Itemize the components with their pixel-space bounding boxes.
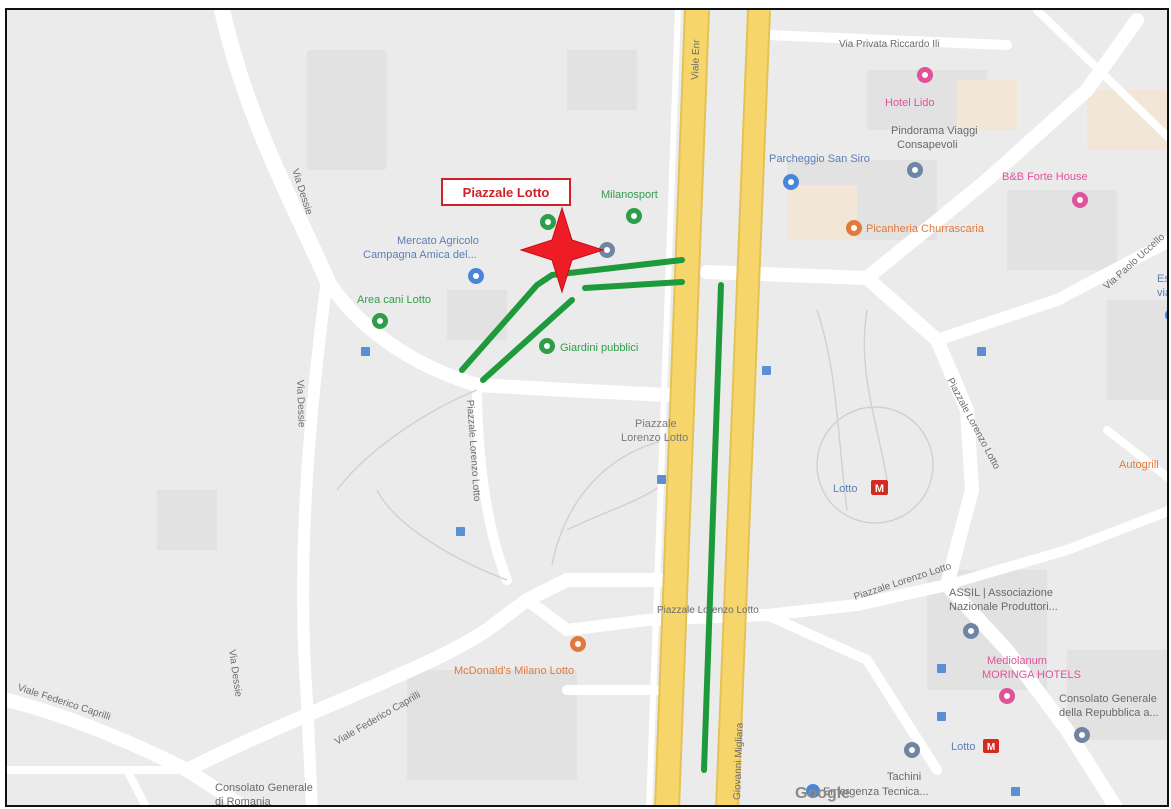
bus-stop-icon: [657, 475, 666, 484]
svg-text:M: M: [987, 742, 995, 753]
pin-mediolanum: [999, 688, 1015, 704]
poi-label-mediolanum-2: MORINGA HOTELS: [982, 669, 1081, 681]
park-paths: [336, 309, 934, 581]
route-segment-nw-inner: [480, 297, 575, 383]
poi-label-picanheria: Picanheria Churrascaria: [866, 223, 985, 235]
pin-giardini: [539, 338, 555, 354]
poi-label-consolato-rep-2: della Repubblica a...: [1059, 707, 1159, 719]
poi-labels: Hotel Lido Pindorama Viaggi Consapevoli …: [215, 97, 1169, 807]
poi-label-consolato-rom-1: Consolato Generale: [215, 782, 313, 794]
pin-pindorama: [907, 162, 923, 178]
map-canvas[interactable]: Viale Enr Via Privata Riccardo Ili Via D…: [7, 10, 1169, 807]
poi-label-autogrill: Autogrill: [1119, 459, 1159, 471]
poi-label-pindorama-1: Pindorama Viaggi: [891, 125, 978, 137]
poi-label-mercato-1: Mercato Agricolo: [397, 235, 479, 247]
bus-stop-icon: [937, 664, 946, 673]
route-segment-nw-outer: [459, 257, 685, 373]
poi-label-consolato-rep-1: Consolato Generale: [1059, 693, 1157, 705]
pin-consolato-rep: [1074, 727, 1090, 743]
poi-label-milanosport: Milanosport: [601, 189, 658, 201]
route-segment-short: [582, 279, 685, 291]
poi-label-area-cani: Area cani Lotto: [357, 294, 431, 306]
poi-label-lotto-metro-2: Lotto: [951, 741, 975, 753]
pin-area-cani: [372, 313, 388, 329]
pin-emergenza: [806, 784, 820, 798]
poi-label-parcheggio: Parcheggio San Siro: [769, 153, 870, 165]
poi-pins: [372, 67, 1167, 798]
bus-stop-icon: [1011, 787, 1020, 796]
metro-lotto-icon: M: [871, 480, 888, 495]
street-label-viale-enrico: Viale Enr: [690, 39, 702, 80]
pin-mcdonalds: [570, 636, 586, 652]
svg-text:M: M: [875, 483, 884, 495]
pin-milanosport: [626, 208, 642, 224]
poi-label-piazzale-area-1: Piazzale: [635, 418, 677, 430]
callout-label: Piazzale Lotto: [441, 178, 571, 206]
poi-label-mercato-2: Campagna Amica del...: [363, 249, 477, 261]
pin-parcheggio: [783, 174, 799, 190]
pin-green-near-marker: [540, 214, 556, 230]
poi-label-tachini: Tachini: [887, 771, 921, 783]
poi-label-emergenza: Emergenza Tecnica...: [823, 786, 929, 798]
main-boulevard: [646, 10, 771, 805]
poi-label-piazzale-area-2: Lorenzo Lotto: [621, 432, 688, 444]
poi-label-hotel-lido: Hotel Lido: [885, 97, 935, 109]
street-network: [7, 10, 1167, 805]
poi-label-pindorama-2: Consapevoli: [897, 139, 958, 151]
location-marker-icon: [519, 206, 605, 294]
bus-stop-icon: [937, 712, 946, 721]
poi-label-bb-forte: B&B Forte House: [1002, 171, 1088, 183]
street-label-piazzale-lotto-bottom: Piazzale Lorenzo Lotto: [657, 605, 759, 616]
poi-label-right-edge-1: Es: [1157, 273, 1169, 285]
poi-label-lotto-metro: Lotto: [833, 483, 857, 495]
route-segment-boulevard: [701, 282, 724, 773]
street-label-via-privata-riccardo: Via Privata Riccardo Ili: [839, 39, 939, 50]
bus-stop-icon: [361, 347, 370, 356]
pin-tachini: [904, 742, 920, 758]
bus-stop-icon: [762, 366, 771, 375]
poi-label-mcdonalds: McDonald's Milano Lotto: [454, 665, 574, 677]
poi-label-assil-2: Nazionale Produttori...: [949, 601, 1058, 613]
route-overlay: [459, 257, 724, 773]
poi-label-assil-1: ASSIL | Associazione: [949, 587, 1053, 599]
street-label-via-dessie-mid: Via Dessie: [294, 380, 307, 428]
poi-label-consolato-rom-2: di Romania: [215, 796, 272, 807]
pin-blue-near-marker: [599, 242, 615, 258]
poi-label-right-edge-2: via: [1157, 287, 1169, 299]
transit-stops: [361, 347, 1020, 796]
pin-assil: [963, 623, 979, 639]
poi-label-giardini: Giardini pubblici: [560, 342, 638, 354]
pin-bb-forte: [1072, 192, 1088, 208]
street-label-giovanni-migliara: Giovanni Migliara: [732, 722, 746, 800]
map-frame: Viale Enr Via Privata Riccardo Ili Via D…: [5, 8, 1169, 807]
callout-label-text: Piazzale Lotto: [462, 184, 550, 200]
bus-stop-icon: [977, 347, 986, 356]
pin-mercato: [468, 268, 484, 284]
google-logo: Google: [795, 785, 850, 802]
metro-lotto-icon-2: M: [983, 739, 999, 753]
pin-hotel-lido: [917, 67, 933, 83]
poi-label-mediolanum-1: Mediolanum: [987, 655, 1047, 667]
street-label-via-dessie-bottom: Via Dessie: [226, 649, 244, 698]
pin-picanheria: [846, 220, 862, 236]
pin-right-edge: [1165, 310, 1167, 320]
bus-stop-icon: [456, 527, 465, 536]
